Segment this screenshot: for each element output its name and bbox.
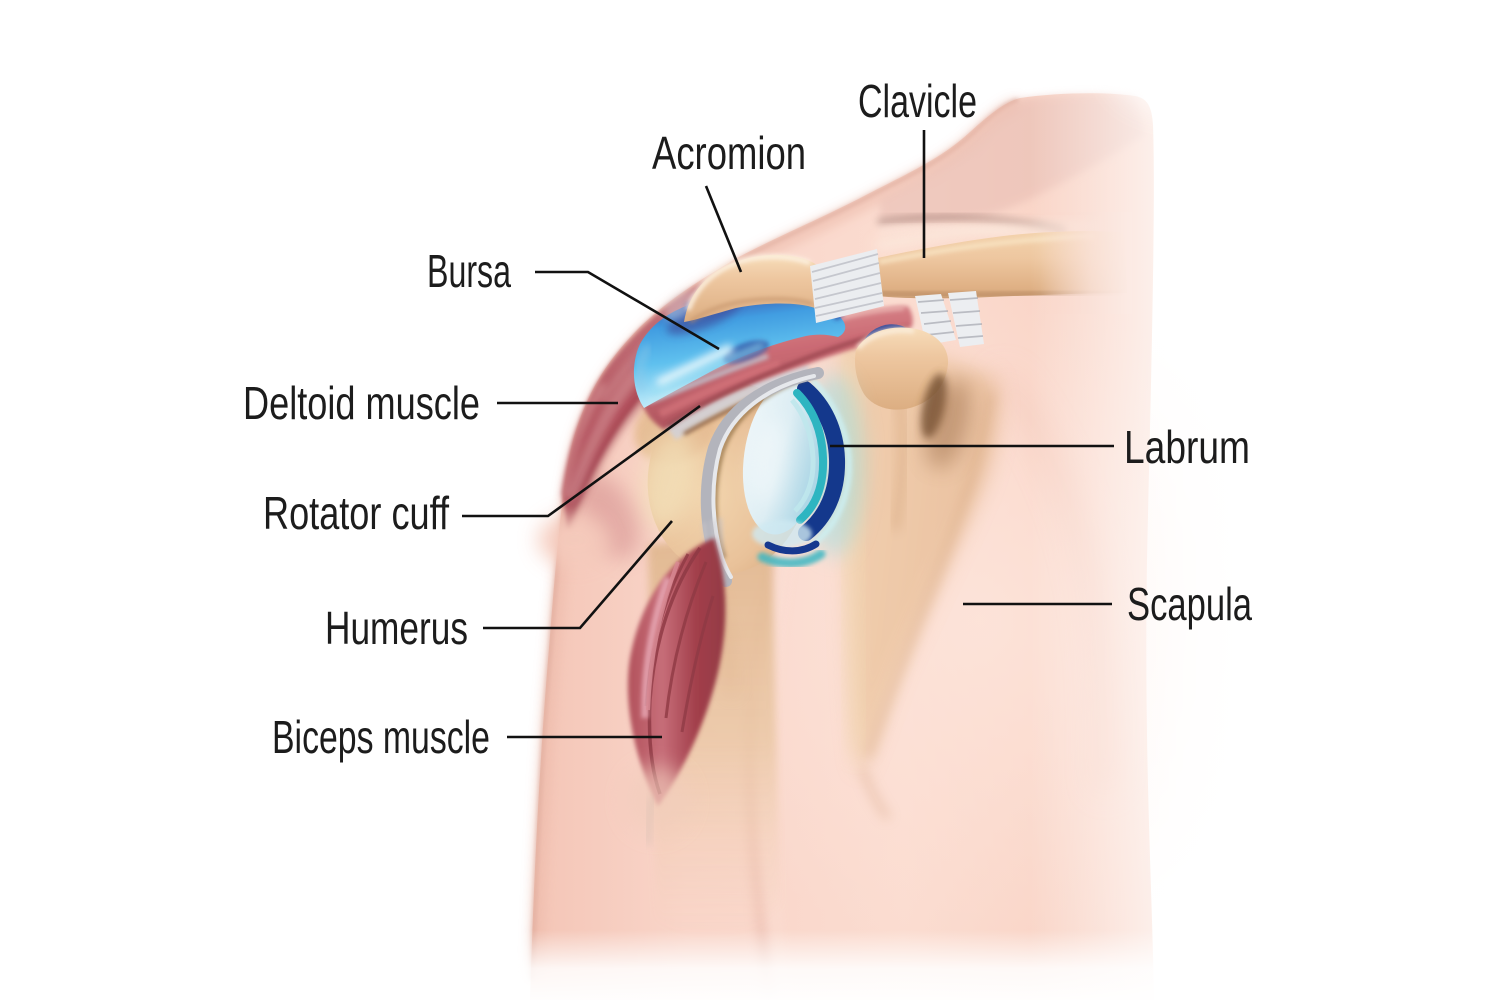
svg-text:Scapula: Scapula: [1127, 578, 1252, 630]
svg-text:Clavicle: Clavicle: [858, 75, 977, 127]
svg-text:Biceps muscle: Biceps muscle: [272, 711, 490, 763]
svg-text:Rotator cuff: Rotator cuff: [263, 487, 449, 539]
svg-text:Labrum: Labrum: [1124, 421, 1250, 473]
svg-text:Humerus: Humerus: [325, 602, 468, 654]
svg-text:Acromion: Acromion: [652, 127, 806, 179]
svg-text:Deltoid muscle: Deltoid muscle: [243, 377, 480, 429]
svg-text:Bursa: Bursa: [427, 245, 511, 297]
